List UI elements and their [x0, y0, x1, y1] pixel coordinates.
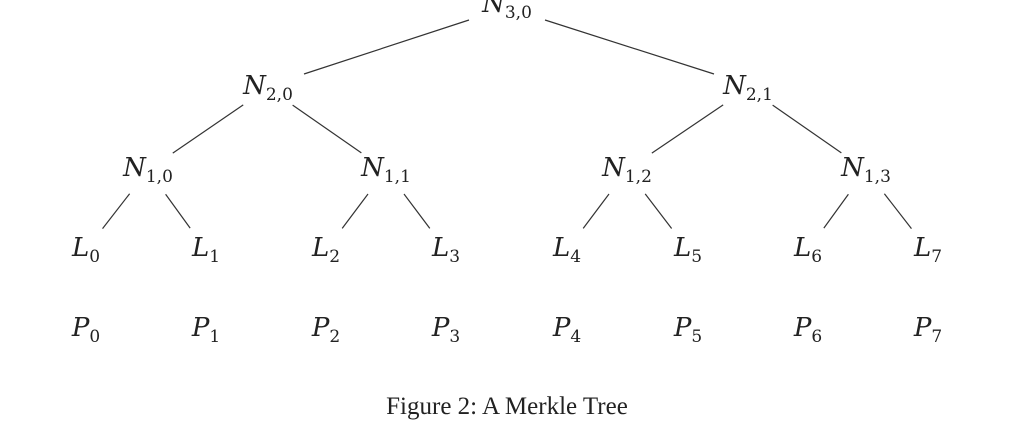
- node-subscript: 1,0: [145, 167, 173, 187]
- node-p5: P5: [674, 313, 702, 347]
- node-label: N: [123, 153, 146, 183]
- node-subscript: 3: [449, 247, 461, 267]
- edge-n30-n20: [303, 19, 470, 75]
- node-p4: P4: [553, 313, 581, 347]
- node-n10: N1,0: [123, 153, 173, 187]
- node-n12: N1,2: [602, 153, 652, 187]
- node-p6: P6: [794, 313, 822, 347]
- node-subscript: 7: [931, 327, 943, 347]
- node-label: P: [71, 313, 90, 343]
- edge-n12-l4: [582, 193, 610, 229]
- edge-n11-l2: [341, 193, 369, 229]
- node-subscript: 1: [209, 327, 221, 347]
- edge-n20-n10: [172, 104, 244, 154]
- node-label: P: [431, 313, 450, 343]
- node-l5: L5: [674, 233, 702, 267]
- node-label: L: [71, 233, 90, 263]
- node-label: L: [191, 233, 210, 263]
- node-label: L: [793, 233, 812, 263]
- node-label: L: [311, 233, 330, 263]
- node-p7: P7: [914, 313, 942, 347]
- node-n30: N3,0: [482, 0, 532, 23]
- node-subscript: 0: [89, 247, 101, 267]
- node-subscript: 2: [329, 327, 341, 347]
- node-l6: L6: [794, 233, 822, 267]
- edge-n21-n13: [772, 104, 842, 154]
- node-label: P: [673, 313, 692, 343]
- node-p3: P3: [432, 313, 460, 347]
- node-label: P: [552, 313, 571, 343]
- edge-n12-l5: [644, 193, 673, 229]
- node-subscript: 1,1: [383, 167, 411, 187]
- node-n21: N2,1: [723, 71, 773, 105]
- node-label: P: [793, 313, 812, 343]
- node-subscript: 7: [931, 247, 943, 267]
- node-subscript: 5: [691, 247, 703, 267]
- edge-n10-l0: [102, 193, 131, 230]
- node-subscript: 2,0: [265, 85, 293, 105]
- node-label: P: [191, 313, 210, 343]
- node-label: L: [431, 233, 450, 263]
- node-l2: L2: [312, 233, 340, 267]
- node-subscript: 1: [209, 247, 221, 267]
- node-subscript: 0: [89, 327, 101, 347]
- node-label: N: [841, 153, 864, 183]
- node-p1: P1: [192, 313, 220, 347]
- edge-n30-n21: [544, 19, 715, 75]
- edge-n11-l3: [403, 193, 431, 229]
- node-subscript: 2,1: [745, 85, 773, 105]
- node-l3: L3: [432, 233, 460, 267]
- edge-n13-l6: [823, 193, 849, 229]
- node-label: P: [311, 313, 330, 343]
- node-label: L: [552, 233, 571, 263]
- node-subscript: 2: [329, 247, 341, 267]
- node-label: N: [723, 71, 746, 101]
- node-subscript: 3,0: [504, 3, 532, 23]
- node-n11: N1,1: [361, 153, 411, 187]
- node-subscript: 3: [449, 327, 461, 347]
- edge-n10-l1: [165, 193, 191, 229]
- node-label: L: [673, 233, 692, 263]
- figure-caption: Figure 2: A Merkle Tree: [386, 393, 628, 420]
- node-subscript: 6: [811, 247, 823, 267]
- edge-n21-n12: [651, 104, 724, 154]
- node-label: P: [913, 313, 932, 343]
- node-label: L: [913, 233, 932, 263]
- edge-n20-n11: [292, 104, 362, 154]
- node-l1: L1: [192, 233, 220, 267]
- node-l7: L7: [914, 233, 942, 267]
- node-label: N: [482, 0, 505, 19]
- node-label: N: [243, 71, 266, 101]
- node-subscript: 1,2: [624, 167, 652, 187]
- node-n13: N1,3: [841, 153, 891, 187]
- node-subscript: 1,3: [863, 167, 891, 187]
- node-l0: L0: [72, 233, 100, 267]
- node-l4: L4: [553, 233, 581, 267]
- node-subscript: 5: [691, 327, 703, 347]
- node-p0: P0: [72, 313, 100, 347]
- edge-n13-l7: [883, 193, 912, 230]
- node-subscript: 4: [570, 247, 582, 267]
- node-p2: P2: [312, 313, 340, 347]
- node-label: N: [361, 153, 384, 183]
- node-n20: N2,0: [243, 71, 293, 105]
- node-subscript: 6: [811, 327, 823, 347]
- node-subscript: 4: [570, 327, 582, 347]
- node-label: N: [602, 153, 625, 183]
